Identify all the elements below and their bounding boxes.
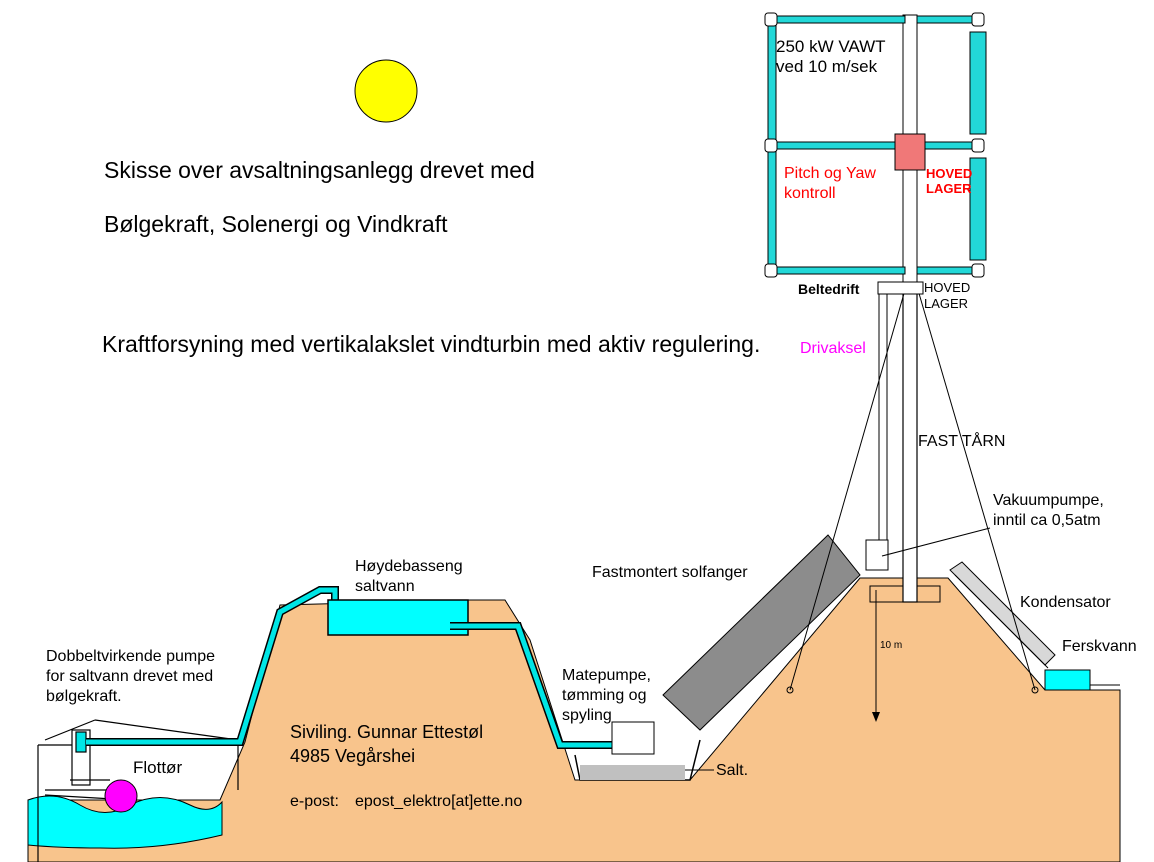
author-email[interactable]: epost_elektro[at]ette.no bbox=[355, 793, 522, 810]
freshwater-tank bbox=[1044, 669, 1091, 691]
pumpe-label-1: Dobbeltvirkende pumpe bbox=[46, 648, 215, 665]
hoved-lager-top-1: HOVED bbox=[926, 166, 972, 181]
drivaksel-label: Drivaksel bbox=[800, 340, 866, 357]
flottor-label: Flottør bbox=[133, 758, 182, 777]
hoyde-label-1: Høydebasseng bbox=[355, 558, 463, 575]
beltedrift-label: Beltedrift bbox=[798, 281, 860, 297]
solfanger-label: Fastmontert solfanger bbox=[592, 564, 748, 581]
fixed-tower bbox=[902, 289, 918, 603]
vakuum-label-2: inntil ca 0,5atm bbox=[993, 512, 1101, 529]
sea-water bbox=[27, 795, 223, 849]
pitch-yaw-box bbox=[894, 133, 926, 171]
matepumpe-label-1: Matepumpe, bbox=[562, 667, 651, 684]
title-line-1: Skisse over avsaltningsanlegg drevet med bbox=[104, 157, 535, 183]
author-name: Siviling. Gunnar Ettestøl bbox=[290, 722, 483, 742]
fast-taarn-label: FAST TÅRN bbox=[918, 431, 1005, 450]
drive-shaft bbox=[878, 289, 888, 561]
pitch-label-1: Pitch og Yaw bbox=[784, 165, 876, 182]
hoyde-label-2: saltvann bbox=[355, 578, 415, 595]
vacuum-pump-box bbox=[865, 539, 889, 571]
vakuum-label-1: Vakuumpumpe, bbox=[993, 492, 1104, 509]
feed-pump bbox=[611, 721, 655, 755]
kondensator-label: Kondensator bbox=[1020, 594, 1111, 611]
rotor-joints bbox=[764, 12, 985, 278]
height-label: 10 m bbox=[880, 640, 902, 651]
pitch-label-2: kontroll bbox=[784, 185, 836, 202]
matepumpe-label-3: spyling bbox=[562, 707, 612, 724]
flottor-float bbox=[104, 779, 138, 813]
rotor-blades bbox=[969, 31, 987, 261]
author-email-label: e-post: bbox=[290, 793, 339, 810]
hoved-lager-bot-1: HOVED bbox=[924, 280, 970, 295]
ferskvann-label: Ferskvann bbox=[1062, 638, 1137, 655]
matepumpe-label-2: tømming og bbox=[562, 687, 646, 704]
hoved-lager-bot-2: LAGER bbox=[924, 296, 968, 311]
salt-deposit bbox=[580, 765, 685, 780]
author-address: 4985 Vegårshei bbox=[290, 746, 415, 766]
solar-collector bbox=[662, 534, 861, 731]
subtitle: Kraftforsyning med vertikalakslet vindtu… bbox=[102, 331, 760, 357]
rating-line-1: 250 kW VAWT bbox=[776, 37, 886, 56]
rating-line-2: ved 10 m/sek bbox=[776, 57, 878, 76]
high-reservoir bbox=[327, 599, 469, 636]
sun-icon bbox=[354, 59, 418, 123]
belt-drive bbox=[877, 281, 924, 295]
pumpe-label-3: bølgekraft. bbox=[46, 688, 122, 705]
salt-label: Salt. bbox=[716, 762, 748, 779]
pumpe-label-2: for saltvann drevet med bbox=[46, 668, 213, 685]
title-line-2: Bølgekraft, Solenergi og Vindkraft bbox=[104, 211, 448, 237]
hoved-lager-top-2: LAGER bbox=[926, 181, 972, 196]
